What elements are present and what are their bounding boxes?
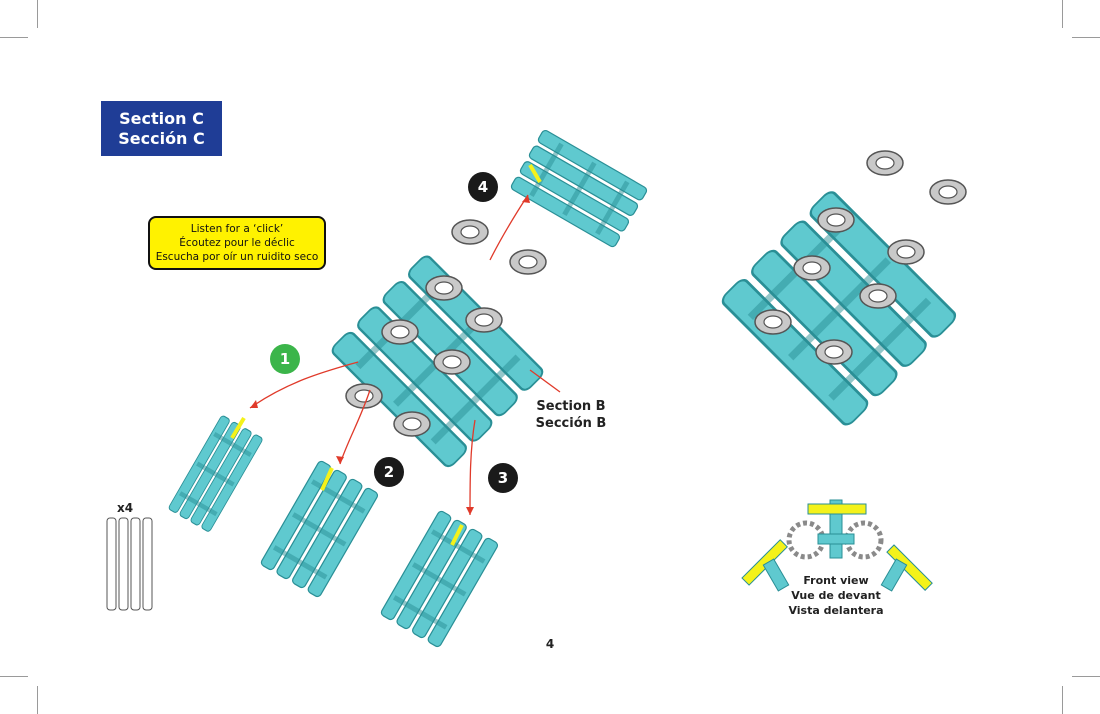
front-view-es: Vista delantera [788, 604, 884, 617]
crop-mark [1072, 676, 1100, 677]
quantity-label: x4 [117, 501, 134, 515]
panel-step-2 [259, 459, 380, 599]
front-view-en: Front view [803, 574, 869, 587]
panel-step-3 [379, 509, 500, 649]
step-2-badge: 2 [374, 457, 404, 487]
step-1-badge: 1 [270, 344, 300, 374]
crop-mark [0, 676, 28, 677]
section-b-es: Sección B [535, 416, 607, 431]
section-title-es: Sección C [118, 128, 205, 148]
crop-mark [37, 0, 38, 28]
crop-mark [0, 37, 28, 38]
step-3-badge: 3 [488, 463, 518, 493]
click-note-es: Escucha por oír un ruidito seco [155, 251, 319, 263]
front-view-label: Front view Vue de devant Vista delantera [778, 573, 894, 618]
crop-mark [1062, 686, 1063, 714]
panel-outline-icon [106, 517, 153, 611]
click-note-fr: Écoutez pour le déclic [179, 237, 295, 249]
click-note-en: Listen for a ‘click’ [190, 223, 284, 235]
crop-mark [1072, 37, 1100, 38]
section-b-label: Section B Sección B [526, 398, 616, 432]
panel-step-1 [167, 414, 264, 533]
crop-mark [37, 686, 38, 714]
section-title-en: Section C [119, 108, 204, 128]
click-note: Listen for a ‘click’ Écoutez pour le déc… [148, 216, 326, 270]
hub-icon [451, 219, 489, 245]
front-view-diagram [741, 499, 933, 592]
section-title: Section C Sección C [101, 101, 222, 156]
crop-mark [1062, 0, 1063, 28]
panel-step-4 [509, 128, 649, 249]
front-view-fr: Vue de devant [791, 589, 881, 602]
section-b-en: Section B [536, 399, 606, 414]
page-number: 4 [545, 637, 555, 651]
step-4-badge: 4 [468, 172, 498, 202]
